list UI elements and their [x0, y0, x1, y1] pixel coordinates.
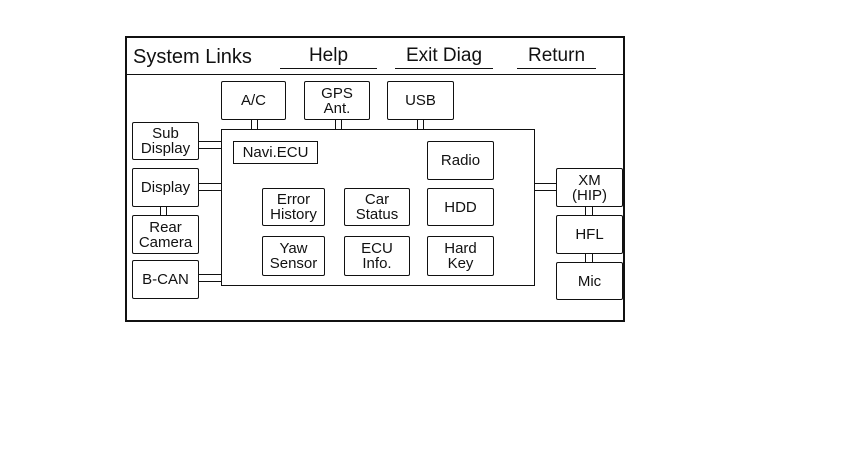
- yaw-sensor-button[interactable]: Yaw Sensor: [262, 236, 325, 276]
- sub-display-connector: [199, 148, 221, 150]
- ecu-info-button[interactable]: ECU Info.: [344, 236, 410, 276]
- exit-diag-button[interactable]: Exit Diag: [395, 45, 493, 69]
- help-button[interactable]: Help: [280, 45, 377, 69]
- gps-connector: [335, 120, 337, 130]
- usb-connector: [423, 120, 425, 130]
- yaw-sensor-label: Yaw Sensor: [269, 240, 318, 272]
- module-hfl[interactable]: HFL: [556, 215, 623, 254]
- module-display-label: Display: [140, 179, 191, 196]
- system-links-screen: System Links Help Exit Diag Return Navi.…: [125, 36, 625, 322]
- hfl-mic-connector: [585, 254, 587, 262]
- module-rear-camera[interactable]: Rear Camera: [132, 215, 199, 254]
- gps-connector: [341, 120, 343, 130]
- car-status-label: Car Status: [355, 191, 399, 223]
- module-hdd-label: HDD: [444, 198, 477, 216]
- module-hdd[interactable]: HDD: [427, 188, 494, 226]
- module-usb[interactable]: USB: [387, 81, 454, 120]
- display-connector: [199, 183, 221, 185]
- module-hard-key-label: Hard Key: [444, 240, 477, 272]
- module-ac[interactable]: A/C: [221, 81, 286, 120]
- module-ac-label: A/C: [240, 92, 266, 109]
- hfl-mic-connector: [592, 254, 594, 262]
- module-mic-label: Mic: [577, 272, 602, 290]
- ecu-info-label: ECU Info.: [361, 240, 393, 272]
- module-display[interactable]: Display: [132, 168, 199, 207]
- page-title: System Links: [133, 46, 252, 68]
- ac-connector: [251, 120, 253, 130]
- xm-connector: [535, 183, 556, 185]
- bcan-connector: [199, 274, 221, 276]
- module-bcan[interactable]: B-CAN: [132, 260, 199, 299]
- navi-ecu-frame: [221, 129, 535, 286]
- return-button[interactable]: Return: [517, 45, 596, 69]
- error-history-button[interactable]: Error History: [262, 188, 325, 226]
- bcan-connector: [199, 281, 221, 283]
- module-gps-ant-label: GPS Ant.: [321, 84, 353, 117]
- module-gps-ant[interactable]: GPS Ant.: [304, 81, 370, 120]
- module-xm-hip[interactable]: XM (HIP): [556, 168, 623, 207]
- module-hard-key[interactable]: Hard Key: [427, 236, 494, 276]
- display-connector: [199, 190, 221, 192]
- module-radio-label: Radio: [440, 152, 481, 169]
- usb-connector: [417, 120, 419, 130]
- module-usb-label: USB: [405, 92, 436, 109]
- module-mic[interactable]: Mic: [556, 262, 623, 300]
- module-rear-camera-label: Rear Camera: [138, 218, 193, 251]
- xm-hfl-connector: [592, 207, 594, 215]
- header-divider: [127, 74, 623, 75]
- xm-connector: [535, 190, 556, 192]
- module-bcan-label: B-CAN: [142, 271, 189, 288]
- ac-connector: [257, 120, 259, 130]
- car-status-button[interactable]: Car Status: [344, 188, 410, 226]
- error-history-label: Error History: [270, 191, 317, 223]
- module-radio[interactable]: Radio: [427, 141, 494, 180]
- navi-ecu-label: Navi.ECU: [233, 141, 318, 164]
- module-sub-display-label: Sub Display: [140, 125, 191, 157]
- display-camera-connector: [160, 207, 162, 215]
- display-camera-connector: [166, 207, 168, 215]
- module-xm-hip-label: XM (HIP): [572, 171, 607, 204]
- sub-display-connector: [199, 141, 221, 143]
- module-hfl-label: HFL: [575, 226, 604, 243]
- xm-hfl-connector: [585, 207, 587, 215]
- module-sub-display[interactable]: Sub Display: [132, 122, 199, 160]
